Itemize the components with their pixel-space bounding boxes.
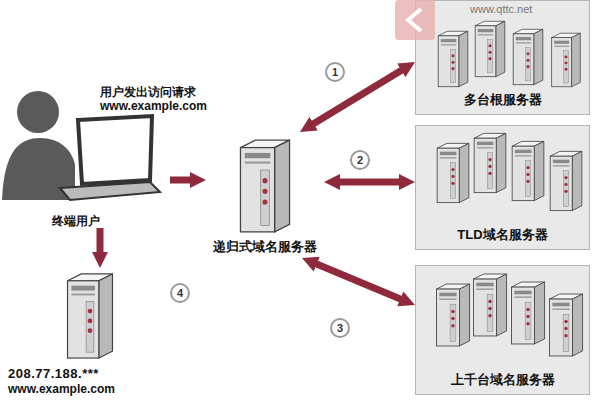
panel-label: 上千台域名服务器 [451,372,555,387]
user-label: 终端用户 [52,214,170,228]
panel-label: 多台根服务器 [464,92,542,107]
web-server-tower [68,274,113,358]
web-server: 208.77.188.***www.example.com [5,268,165,398]
callout-number: 2 [350,150,370,170]
server-label: 递归式域名服务器 [213,239,317,254]
ip-address: 208.77.188.*** [8,366,99,382]
user-figure [2,91,160,200]
watermark-logo [395,0,435,40]
recursive-dns-server: 递归式域名服务器 [206,132,324,258]
request-arrow [170,177,196,184]
request-arrow [311,262,406,301]
server-group-panel: TLD域名服务器 [415,125,590,250]
root-servers [438,21,580,86]
callout-number: 1 [325,62,345,82]
request-text: 用户发出访问请求 www.example.com [100,85,218,113]
end-user: 用户发出访问请求 www.example.com终端用户 [0,85,170,228]
request-arrow [97,228,104,258]
server-group-panel: 上千台域名服务器 [415,265,590,395]
tld-servers [437,133,582,210]
callout-number: 3 [330,318,350,338]
host-name: www.example.com [8,382,115,396]
authoritative-servers [436,274,582,356]
recursive-server-tower [240,140,289,232]
watermark: www.qttc.net [470,3,532,15]
panel-label: TLD域名服务器 [457,227,547,242]
request-arrow [309,67,407,127]
callout-number: 4 [170,283,190,303]
request-arrow [334,179,405,186]
server-group-panel: 多台根服务器 [415,0,590,115]
